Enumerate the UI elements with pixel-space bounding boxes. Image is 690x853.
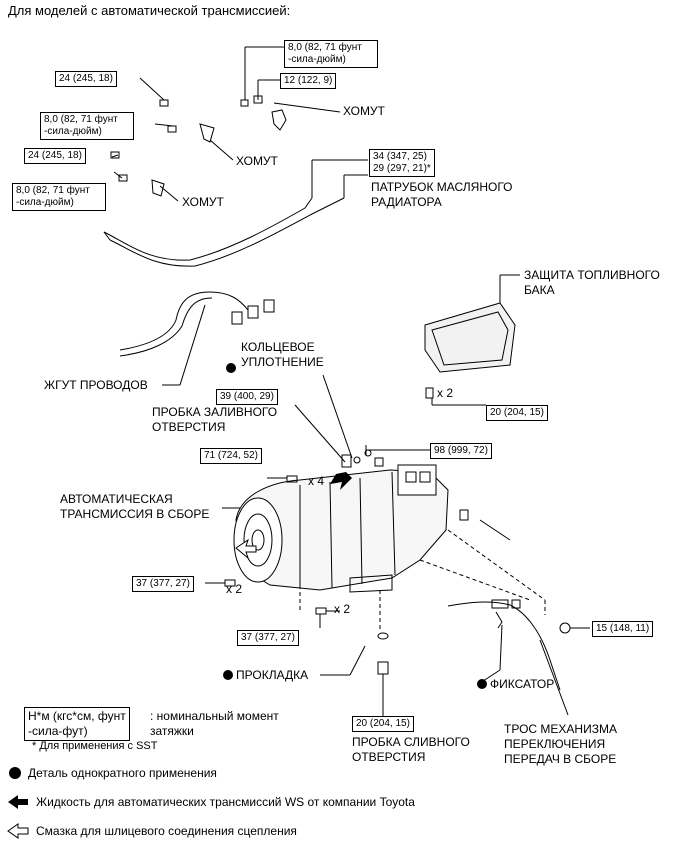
torque-spec-box: 34 (347, 25)29 (297, 21)* — [369, 149, 435, 177]
page-header: Для моделей с автоматической трансмиссие… — [8, 3, 291, 18]
torque-spec-box: 20 (204, 15) — [486, 405, 548, 421]
torque-spec-box: 8,0 (82, 71 фунт-сила-дюйм) — [40, 112, 134, 140]
label-clamp: ХОМУТ — [182, 195, 224, 209]
label-x4: x 4 — [308, 474, 325, 488]
torque-spec-box: 12 (122, 9) — [280, 73, 337, 89]
label-x2: x 2 — [226, 582, 243, 596]
atf-arrow — [330, 472, 352, 490]
legend-non-reusable: Деталь однократного применения — [28, 766, 217, 780]
torque-spec-box: 98 (999, 72) — [430, 443, 492, 459]
label-clamp: ХОМУТ — [343, 104, 385, 118]
torque-spec-box: 15 (148, 11) — [592, 621, 654, 637]
label-clamp: ХОМУТ — [236, 154, 278, 168]
legend-atf: Жидкость для автоматических трансмиссий … — [36, 795, 415, 809]
torque-spec-box: 37 (377, 27) — [132, 576, 194, 592]
torque-spec-box: 24 (245, 18) — [24, 148, 86, 164]
label-gasket: ПРОКЛАДКА — [236, 668, 309, 682]
label-x2: x 2 — [334, 602, 351, 616]
torque-spec-box: 37 (377, 27) — [237, 630, 299, 646]
torque-spec-box: 24 (245, 18) — [55, 71, 117, 87]
legend-unit-box: Н*м (кгс*см, фунт-сила-фут) — [24, 707, 130, 741]
legend-sst-note: * Для применения с SST — [32, 740, 158, 752]
legend-spline-grease: Смазка для шлицевого соединения сцеплени… — [36, 824, 297, 838]
torque-spec-box: 8,0 (82, 71 фунт-сила-дюйм) — [284, 40, 378, 68]
label-retainer: ФИКСАТОР — [490, 677, 555, 691]
torque-spec-box: 39 (400, 29) — [216, 389, 278, 405]
label-x2: x 2 — [437, 386, 454, 400]
torque-spec-box: 20 (204, 15) — [352, 716, 414, 732]
torque-spec-box: 8,0 (82, 71 фунт-сила-дюйм) — [12, 183, 106, 211]
torque-spec-box: 71 (724, 52) — [200, 448, 262, 464]
label-wire-harness: ЖГУТ ПРОВОДОВ — [44, 378, 148, 392]
